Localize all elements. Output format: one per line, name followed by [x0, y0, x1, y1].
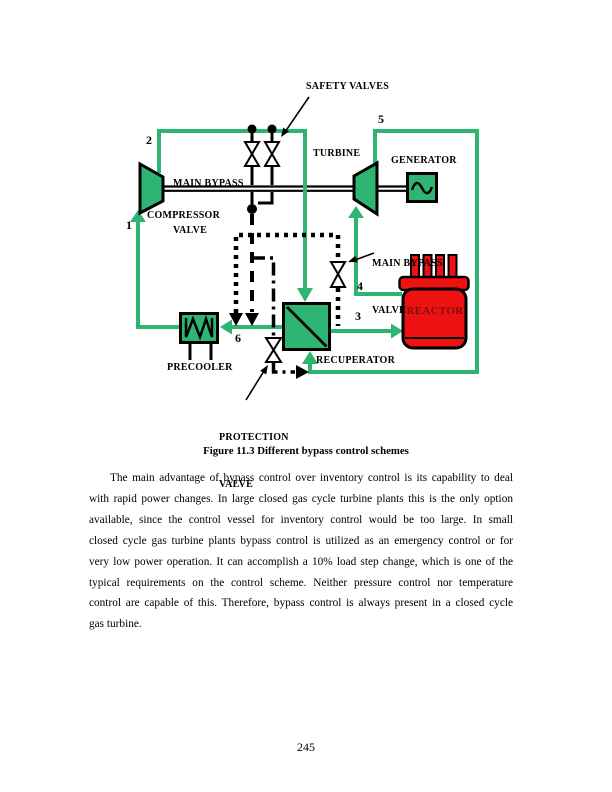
leader-arrowhead-icon	[260, 365, 268, 375]
precooler-label: PRECOOLER	[167, 362, 233, 373]
flow-arrow-up-icon	[130, 210, 146, 222]
reactor-vessel	[398, 254, 470, 350]
body-paragraph: The main advantage of bypass control ove…	[89, 468, 513, 635]
arrow-down-icon	[229, 313, 243, 326]
label-line: PROTECTION	[219, 432, 289, 443]
protection-valve-label: PROTECTION VALVE	[219, 399, 289, 523]
dashdot-bypass-line	[252, 256, 276, 336]
pipe-precooler-to-compressor	[136, 219, 180, 329]
safety-valve-icon	[263, 124, 281, 167]
label-line: MAIN BYPASS	[173, 178, 244, 189]
pipe-reactor-to-turbine	[354, 215, 402, 296]
reactor-body	[401, 287, 468, 350]
turbine-shape	[352, 160, 379, 217]
state-point-4: 4	[357, 279, 363, 293]
paragraph-line: The main advantage of bypass control ove…	[110, 472, 513, 484]
state-point-5: 5	[378, 112, 384, 126]
label-line: MAIN BYPASS	[372, 258, 443, 269]
valve-stems	[250, 133, 274, 205]
safety-valves-label: SAFETY VALVES	[306, 81, 390, 92]
generator-shape	[406, 172, 438, 203]
generator-label: GENERATOR	[391, 155, 457, 166]
pipe-junction-icon	[247, 204, 257, 214]
state-point-3: 3	[355, 309, 361, 323]
main-bypass-valve-icon	[329, 261, 347, 288]
dashdot-bypass-line	[271, 363, 295, 374]
leader-arrowhead-icon	[348, 255, 358, 263]
leader-arrowhead-icon	[281, 127, 289, 137]
safety-valve-icon	[243, 124, 261, 167]
turbine-label: TURBINE	[313, 148, 361, 159]
shaft	[163, 185, 408, 192]
compressor-label: COMPRESSOR	[147, 210, 221, 221]
recuperator-shape	[282, 302, 331, 351]
paragraph-line: with rapid power changes. In large close…	[89, 492, 513, 505]
arrow-right-icon	[296, 365, 309, 379]
protection-valve-icon	[264, 337, 283, 363]
label-line: VALVE	[173, 224, 208, 236]
main-bypass-valve-label-top: MAIN BYPASS VALVE	[173, 145, 244, 269]
arrow-down-icon	[245, 313, 259, 326]
label-line: VALVE	[372, 304, 407, 316]
state-point-1: 1	[126, 218, 132, 232]
reactor-label: REACTOR	[406, 305, 464, 317]
pipe-turbine-to-recuperator	[308, 129, 479, 374]
figure-caption: Figure 11.3 Different bypass control sch…	[203, 445, 409, 457]
precooler-shape	[179, 312, 219, 360]
label-line: VALVE	[219, 478, 254, 490]
state-point-2: 2	[146, 133, 152, 147]
state-point-6: 6	[235, 331, 241, 345]
paragraph-line: very low power operation. It can accompl…	[89, 555, 513, 568]
flow-arrow-down-icon	[297, 288, 313, 302]
paragraph-line: available, since the control vessel for …	[89, 513, 513, 526]
pipe-compressor-to-recuperator	[157, 129, 307, 291]
paragraph-line: gas turbine.	[89, 618, 142, 631]
flow-arrow-up-icon	[302, 351, 318, 364]
flow-arrow-up-icon	[348, 206, 364, 218]
paragraph-line: control are capable of this. Therefore, …	[89, 597, 513, 610]
annotation-arrows	[245, 96, 375, 401]
compressor-shape	[138, 161, 165, 216]
page-number: 245	[297, 740, 315, 754]
paragraph-line: typical requirements on the control sche…	[89, 576, 513, 589]
flow-arrow-right-icon	[391, 323, 403, 339]
main-bypass-valve-label-mid: MAIN BYPASS VALVE	[372, 225, 443, 349]
flow-arrow-left-icon	[220, 319, 232, 335]
sine-wave-icon	[410, 181, 434, 195]
gas-pipes	[130, 129, 479, 374]
dotted-bypass-line	[233, 232, 341, 313]
paragraph-line: closed cycle gas turbine plants bypass c…	[89, 534, 513, 547]
bypass-lines	[229, 214, 341, 379]
coil-icon	[184, 315, 214, 341]
recuperator-label: RECUPERATOR	[316, 355, 396, 366]
bypass-control-diagram	[130, 96, 479, 401]
